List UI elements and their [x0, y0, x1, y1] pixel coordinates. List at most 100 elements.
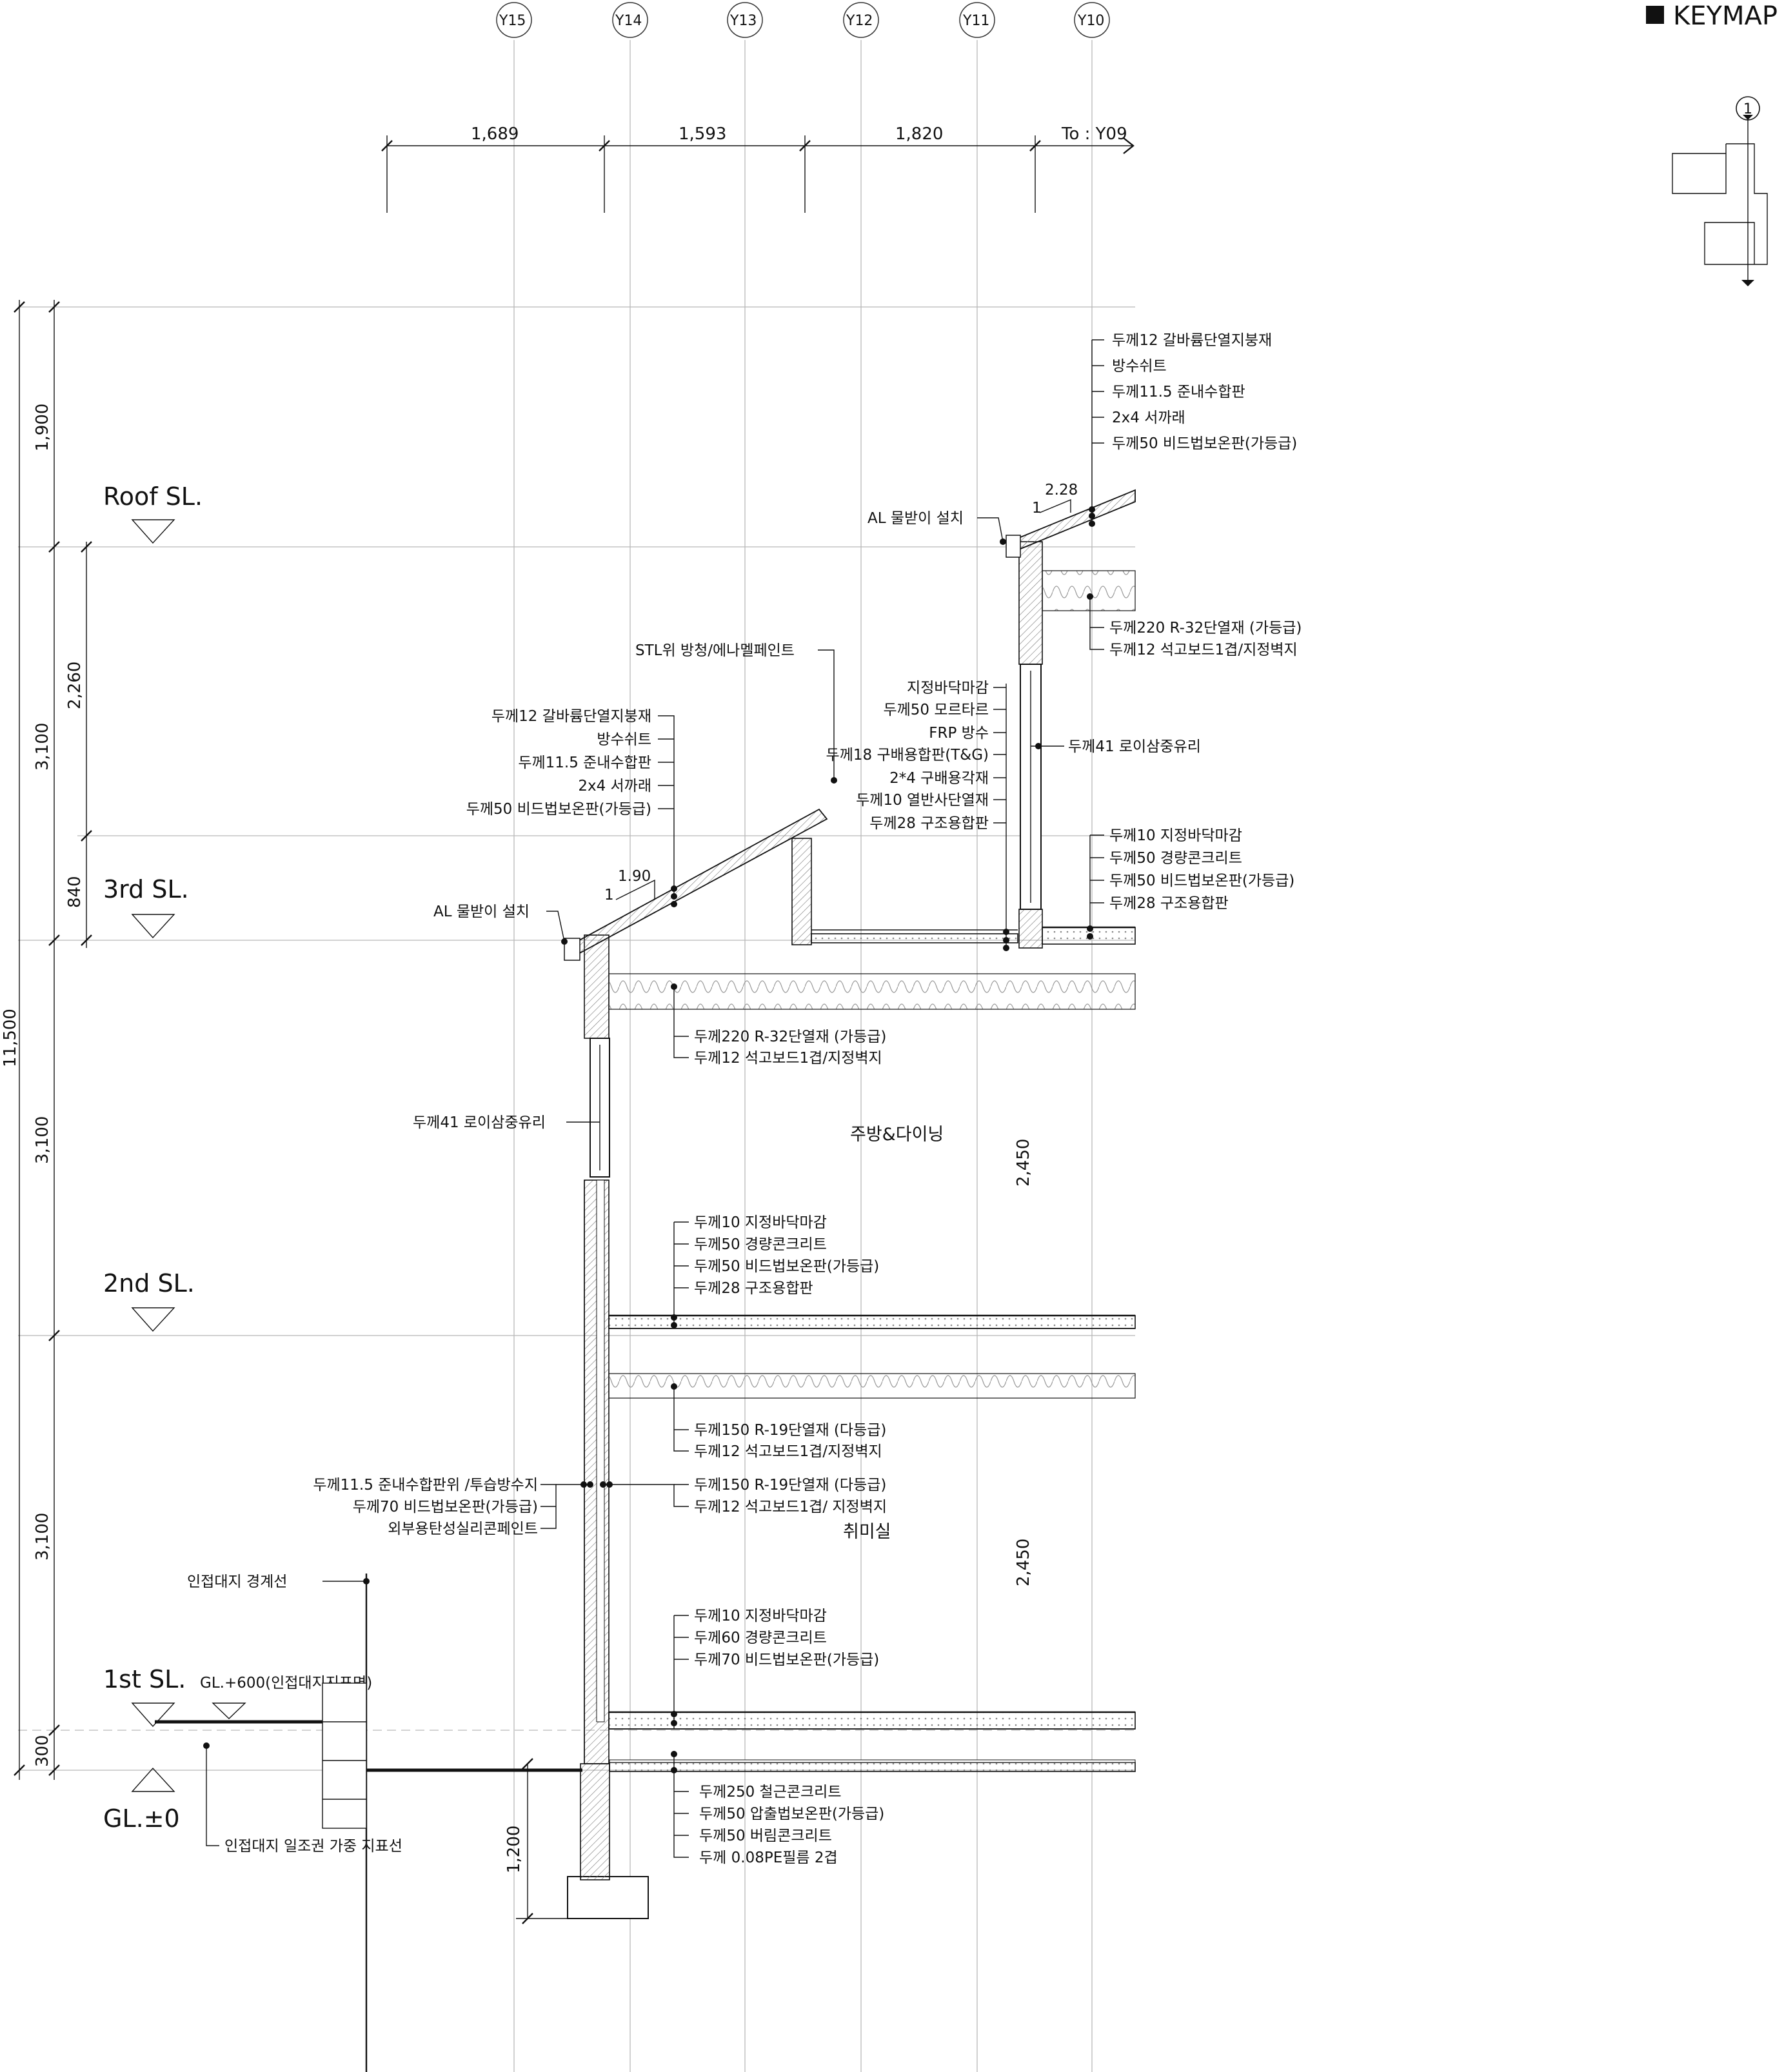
svg-text:두께220 R-32단열재 (가등급): 두께220 R-32단열재 (가등급) [1109, 620, 1302, 636]
svg-text:2*4 구배용각재: 2*4 구배용각재 [889, 770, 989, 787]
svg-text:두께250 철근콘크리트: 두께250 철근콘크리트 [699, 1784, 842, 1801]
exterior-wall-mid [584, 934, 610, 1039]
level-1st: 1st SL. [103, 1665, 186, 1693]
svg-text:두께28 구조용합판: 두께28 구조용합판 [869, 815, 989, 832]
slope-upper-run: 2.28 [1045, 482, 1078, 498]
dim-total-height: 11,500 [1, 1009, 20, 1067]
level-lines [18, 306, 1135, 1771]
svg-text:외부용탄성실리콘페인트: 외부용탄성실리콘페인트 [388, 1521, 538, 1537]
svg-text:방수쉬트: 방수쉬트 [597, 731, 651, 748]
dim-to-y09: To : Y09 [1061, 124, 1127, 144]
slope-lower-run: 1.90 [618, 868, 651, 885]
keymap-title: KEYMAP [1673, 1, 1778, 31]
floor-slab-1st [608, 1712, 1136, 1730]
svg-text:두께50 비드법보온판(가등급): 두께50 비드법보온판(가등급) [466, 801, 651, 818]
keymap-marker-label: 1 [1743, 101, 1752, 117]
svg-text:2x4 서까래: 2x4 서까래 [1112, 409, 1185, 426]
svg-text:두께220 R-32단열재 (가등급): 두께220 R-32단열재 (가등급) [694, 1029, 886, 1045]
annotations-exterior-wall: 두께11.5 준내수합판위 /투습방수지 두께70 비드법보온판(가등급) 외부… [313, 1477, 538, 1537]
svg-text:두께50 비드법보온판(가등급): 두께50 비드법보온판(가등급) [1112, 435, 1297, 452]
dim-gl-offset: 300 [33, 1735, 52, 1767]
grid-bubble-y14: Y14 [612, 2, 648, 38]
svg-text:두께50 비드법보온판(가등급): 두께50 비드법보온판(가등급) [1109, 873, 1294, 889]
svg-text:두께12 석고보드1겹/지정벽지: 두께12 석고보드1겹/지정벽지 [1109, 642, 1298, 658]
svg-text:Y15: Y15 [499, 13, 526, 29]
grid-bubble-y11: Y11 [959, 2, 995, 38]
building-section [322, 489, 1136, 2072]
annotations-interior-wall: 두께150 R-19단열재 (다등급) 두께12 석고보드1겹/ 지정벽지 [694, 1477, 887, 1515]
level-2nd: 2nd SL. [103, 1269, 195, 1297]
foundation-depth: 1,200 [504, 1826, 524, 1873]
svg-text:두께28 구조용합판: 두께28 구조용합판 [694, 1280, 813, 1297]
svg-text:두께10 지정바닥마감: 두께10 지정바닥마감 [694, 1608, 827, 1624]
room-hobby: 취미실 [843, 1522, 891, 1542]
svg-text:두께11.5 준내수합판: 두께11.5 준내수합판 [1112, 384, 1245, 400]
grid-bubble-y15: Y15 [496, 2, 532, 38]
svg-text:두께50 압출법보온판(가등급): 두께50 압출법보온판(가등급) [699, 1806, 884, 1822]
slope-upper-rise: 1 [1032, 500, 1042, 517]
dim-3rd-floor: 3,100 [33, 723, 52, 771]
svg-text:두께10 지정바닥마감: 두께10 지정바닥마감 [1109, 827, 1242, 844]
svg-text:두께12 석고보드1겹/지정벽지: 두께12 석고보드1겹/지정벽지 [694, 1443, 882, 1460]
svg-text:두께12 갈바륨단열지붕재: 두께12 갈바륨단열지붕재 [491, 708, 651, 725]
annotations-foundation: 두께250 철근콘크리트 두께50 압출법보온판(가등급) 두께50 버림콘크리… [699, 1784, 884, 1866]
svg-text:두께50 버림콘크리트: 두께50 버림콘크리트 [699, 1828, 832, 1844]
roof-upper [1011, 489, 1136, 551]
annotation-leaders [203, 339, 1104, 1858]
slope-labels: 1 2.28 1 1.90 [604, 482, 1078, 903]
level-3rd: 3rd SL. [103, 875, 189, 903]
dim-y13-y11: 1,820 [895, 124, 943, 144]
left-dimension-chain: 11,500 1,900 3,100 3,100 3,100 300 2,260… [1, 300, 92, 1780]
note-glass-lower: 두께41 로이삼중유리 [413, 1114, 546, 1131]
top-dimension-chain: 1,689 1,593 1,820 To : Y09 [381, 124, 1135, 213]
grid-bubbles: Y15 Y14 Y13 Y12 Y11 Y10 [496, 2, 1110, 38]
floor-slab-2nd [608, 1315, 1136, 1329]
keymap-plan-outline [1672, 143, 1768, 265]
dim-roof-parapet: 1,900 [33, 404, 52, 451]
note-boundary: 인접대지 경계선 [187, 1574, 287, 1590]
svg-text:두께60 경량콘크리트: 두께60 경량콘크리트 [694, 1630, 827, 1646]
ceiling-insulation-upper [1042, 570, 1136, 611]
svg-text:두께50 비드법보온판(가등급): 두께50 비드법보온판(가등급) [694, 1258, 879, 1275]
roof-lower [566, 808, 828, 956]
note-gutter-upper: AL 물받이 설치 [867, 510, 964, 527]
svg-text:두께50 경량콘크리트: 두께50 경량콘크리트 [694, 1236, 827, 1253]
note-sunlight-line: 인접대지 일조권 가중 지표선 [224, 1838, 402, 1855]
room-height-2nd: 2,450 [1014, 1139, 1033, 1187]
dim-y14-y13: 1,593 [679, 124, 726, 144]
dim-2nd-floor: 3,100 [33, 1116, 52, 1164]
svg-text:두께18 구배용합판(T&G): 두께18 구배용합판(T&G) [826, 747, 989, 764]
grid-lines [513, 40, 1093, 2072]
svg-text:두께11.5 준내수합판위 /투습방수지: 두께11.5 준내수합판위 /투습방수지 [313, 1477, 538, 1494]
terrace-floor [811, 933, 1018, 943]
ceiling-insulation-2nd [608, 973, 1136, 1010]
annotations-upper-roof: 두께12 갈바륨단열지붕재 방수쉬트 두께11.5 준내수합판 2x4 서까래 … [1112, 332, 1297, 452]
dim-sub-lower: 840 [65, 876, 84, 908]
annotations-upper-ceiling: 두께220 R-32단열재 (가등급) 두께12 석고보드1겹/지정벽지 [1109, 620, 1302, 658]
svg-text:Y10: Y10 [1077, 13, 1104, 29]
svg-text:Y14: Y14 [615, 13, 642, 29]
annotations-balcony: 지정바닥마감 두께50 모르타르 FRP 방수 두께18 구배용합판(T&G) … [826, 680, 989, 832]
annotations-lower-ceiling: 두께220 R-32단열재 (가등급) 두께12 석고보드1겹/지정벽지 [694, 1029, 886, 1067]
dim-sub-upper: 2,260 [65, 662, 84, 709]
svg-text:Y13: Y13 [729, 13, 757, 29]
level-gl: GL.±0 [103, 1804, 180, 1833]
svg-text:두께12 석고보드1겹/지정벽지: 두께12 석고보드1겹/지정벽지 [694, 1050, 882, 1067]
room-kitchen-dining: 주방&다이닝 [850, 1125, 944, 1145]
svg-text:두께70 비드법보온판(가등급): 두께70 비드법보온판(가등급) [694, 1652, 879, 1668]
svg-text:두께150 R-19단열재 (다등급): 두께150 R-19단열재 (다등급) [694, 1477, 886, 1494]
svg-text:두께12 갈바륨단열지붕재: 두께12 갈바륨단열지붕재 [1112, 332, 1272, 349]
dim-1st-floor: 3,100 [33, 1513, 52, 1561]
foundation-footing [567, 1876, 649, 1919]
slope-lower-rise: 1 [604, 887, 614, 903]
svg-text:방수쉬트: 방수쉬트 [1112, 358, 1167, 375]
dim-y15-y14: 1,689 [471, 124, 519, 144]
gutter-upper [1006, 535, 1021, 558]
svg-text:두께10 열반사단열재: 두께10 열반사단열재 [856, 792, 989, 809]
note-gutter-lower: AL 물받이 설치 [433, 903, 530, 920]
svg-text:두께10 지정바닥마감: 두께10 지정바닥마감 [694, 1214, 827, 1231]
note-glass-upper: 두께41 로이삼중유리 [1068, 738, 1201, 755]
level-markers: Roof SL. 3rd SL. 2nd SL. 1st SL. GL.±0 G… [103, 482, 372, 1833]
svg-text:두께50 경량콘크리트: 두께50 경량콘크리트 [1109, 850, 1242, 867]
